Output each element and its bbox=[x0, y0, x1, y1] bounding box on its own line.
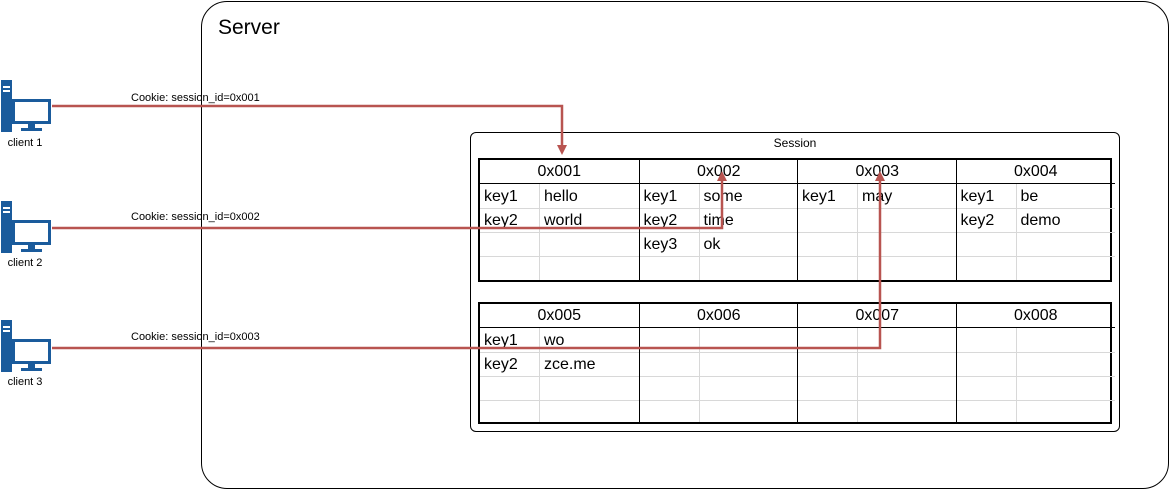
session-value: ok bbox=[703, 236, 721, 253]
session-value: time bbox=[703, 212, 734, 229]
arrow-client-3 bbox=[52, 171, 885, 350]
session-id-header: 0x004 bbox=[956, 160, 1115, 184]
session-value: hello bbox=[544, 188, 578, 205]
cell-row-line bbox=[639, 376, 798, 377]
session-key: key1 bbox=[484, 188, 518, 205]
cell-row-line bbox=[480, 256, 639, 257]
cell-row-line bbox=[798, 352, 957, 353]
server-title: Server bbox=[218, 16, 280, 39]
cell-divider bbox=[857, 328, 858, 422]
computer-icon bbox=[1, 201, 51, 253]
session-key: key1 bbox=[960, 188, 995, 205]
cell-row-line bbox=[798, 208, 957, 209]
session-key: key3 bbox=[643, 236, 678, 253]
arrow-client-2 bbox=[52, 171, 727, 230]
session-id-header: 0x008 bbox=[956, 304, 1115, 328]
client-3-label: client 3 bbox=[7, 376, 43, 388]
cell-row-line bbox=[956, 256, 1115, 257]
cell-row-line bbox=[956, 352, 1115, 353]
client-2-label: client 2 bbox=[7, 257, 43, 269]
cell-divider bbox=[1015, 328, 1017, 422]
session-id-header: 0x007 bbox=[798, 304, 957, 328]
computer-icon bbox=[1, 320, 51, 372]
session-container bbox=[470, 132, 1120, 432]
session-value: may bbox=[862, 188, 893, 205]
session-value: world bbox=[544, 212, 583, 229]
server-container bbox=[201, 1, 1169, 489]
session-value: zce.me bbox=[544, 356, 596, 373]
cell-row-line bbox=[956, 376, 1115, 377]
session-title: Session bbox=[773, 136, 817, 150]
session-007: 0x007 bbox=[797, 304, 957, 422]
cell-row-line bbox=[639, 352, 798, 353]
session-key: key1 bbox=[802, 188, 836, 205]
cookie-label-3: Cookie: session_id=0x003 bbox=[131, 331, 260, 343]
client-3 bbox=[0, 320, 60, 377]
cell-row-line bbox=[639, 232, 798, 233]
session-id-header: 0x005 bbox=[480, 304, 639, 328]
cell-row-line bbox=[639, 400, 798, 401]
session-id-header: 0x001 bbox=[480, 160, 639, 184]
cookie-label-1: Cookie: session_id=0x001 bbox=[131, 92, 260, 104]
computer-icon bbox=[1, 80, 51, 132]
session-key: key1 bbox=[484, 332, 518, 349]
cell-row-line bbox=[798, 376, 957, 377]
cell-row-line bbox=[956, 208, 1115, 209]
cell-row-line bbox=[956, 400, 1115, 401]
cell-row-line bbox=[480, 232, 639, 233]
cell-row-line bbox=[480, 376, 639, 377]
session-value: wo bbox=[544, 332, 565, 349]
cell-row-line bbox=[798, 400, 957, 401]
session-006: 0x006 bbox=[638, 304, 798, 422]
session-005: 0x005 key1 wo key2 zce.me bbox=[480, 304, 639, 422]
cookie-label-2: Cookie: session_id=0x002 bbox=[131, 211, 260, 223]
cell-row-line bbox=[639, 208, 798, 209]
cell-divider bbox=[539, 328, 540, 422]
session-key: key2 bbox=[643, 212, 678, 229]
cell-row-line bbox=[956, 232, 1115, 233]
cell-row-line bbox=[480, 208, 639, 209]
cell-row-line bbox=[480, 400, 639, 401]
session-value: demo bbox=[1020, 212, 1061, 229]
session-key: key1 bbox=[643, 188, 678, 205]
arrow-client-1 bbox=[52, 104, 567, 155]
cell-row-line bbox=[639, 256, 798, 257]
session-001: 0x001 key1 hello key2 world bbox=[480, 160, 639, 280]
cell-divider bbox=[698, 328, 700, 422]
cell-row-line bbox=[798, 256, 957, 257]
cell-row-line bbox=[798, 232, 957, 233]
client-1-label: client 1 bbox=[7, 137, 43, 149]
client-1 bbox=[0, 80, 60, 137]
session-key: key2 bbox=[484, 212, 518, 229]
client-2 bbox=[0, 201, 60, 258]
session-key: key2 bbox=[960, 212, 995, 229]
cell-row-line bbox=[480, 352, 639, 353]
session-004: 0x004 key1 be key2 demo bbox=[955, 160, 1115, 280]
session-id-header: 0x006 bbox=[639, 304, 798, 328]
session-008: 0x008 bbox=[955, 304, 1115, 422]
session-value: be bbox=[1020, 188, 1039, 205]
session-key: key2 bbox=[484, 356, 518, 373]
